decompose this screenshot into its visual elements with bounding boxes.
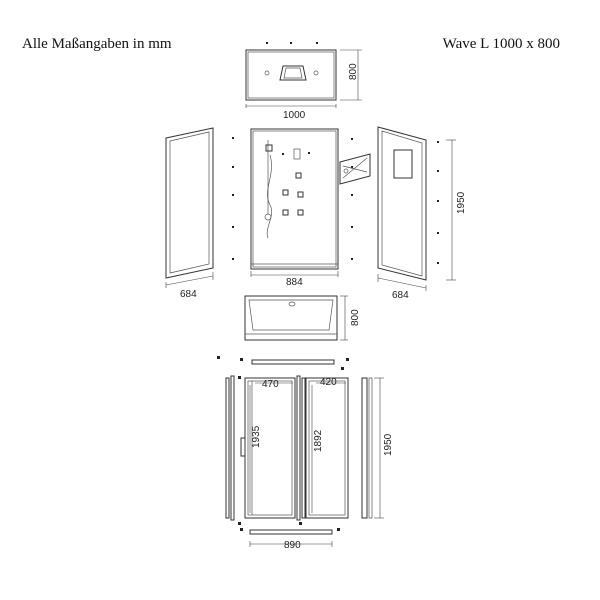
- header-model-name: Wave L 1000 x 800: [442, 36, 560, 52]
- dim-right-door-height: 1892: [313, 429, 324, 452]
- shelf-bracket: [339, 153, 371, 185]
- shower-tray: [244, 295, 348, 341]
- dim-roof-width: 1000: [283, 110, 306, 121]
- back-panel: [250, 128, 353, 277]
- dim-panel-height: 1950: [456, 191, 467, 214]
- dim-door-frame-height: 1950: [383, 433, 394, 456]
- door-handle-icon: [240, 437, 246, 457]
- dim-right-door-width: 420: [320, 377, 337, 388]
- left-side-panel: [165, 127, 234, 288]
- dim-left-door-width: 470: [262, 379, 279, 390]
- dim-door-bottom-width: 890: [284, 540, 301, 551]
- right-side-panel: [377, 126, 456, 291]
- dim-left-door-height: 1935: [251, 425, 262, 448]
- mixer-knob-icon: [264, 213, 272, 221]
- dim-roof-depth: 800: [348, 63, 359, 80]
- dim-tray-depth: 800: [350, 309, 361, 326]
- dim-back-width: 884: [286, 277, 303, 288]
- hand-shower-icon: [265, 144, 273, 152]
- roof-light-icon: [279, 65, 307, 81]
- drain-icon: [288, 301, 296, 307]
- roof-top-view: [245, 42, 362, 108]
- window-icon: [393, 149, 413, 179]
- massage-jets-icon: [282, 172, 304, 216]
- dim-right-panel-depth: 684: [392, 290, 409, 301]
- dim-left-panel-depth: 684: [180, 289, 197, 300]
- door-assembly: [217, 356, 384, 547]
- control-panel-icon: [293, 148, 301, 160]
- header-units-note: Alle Maßangaben in mm: [22, 36, 172, 52]
